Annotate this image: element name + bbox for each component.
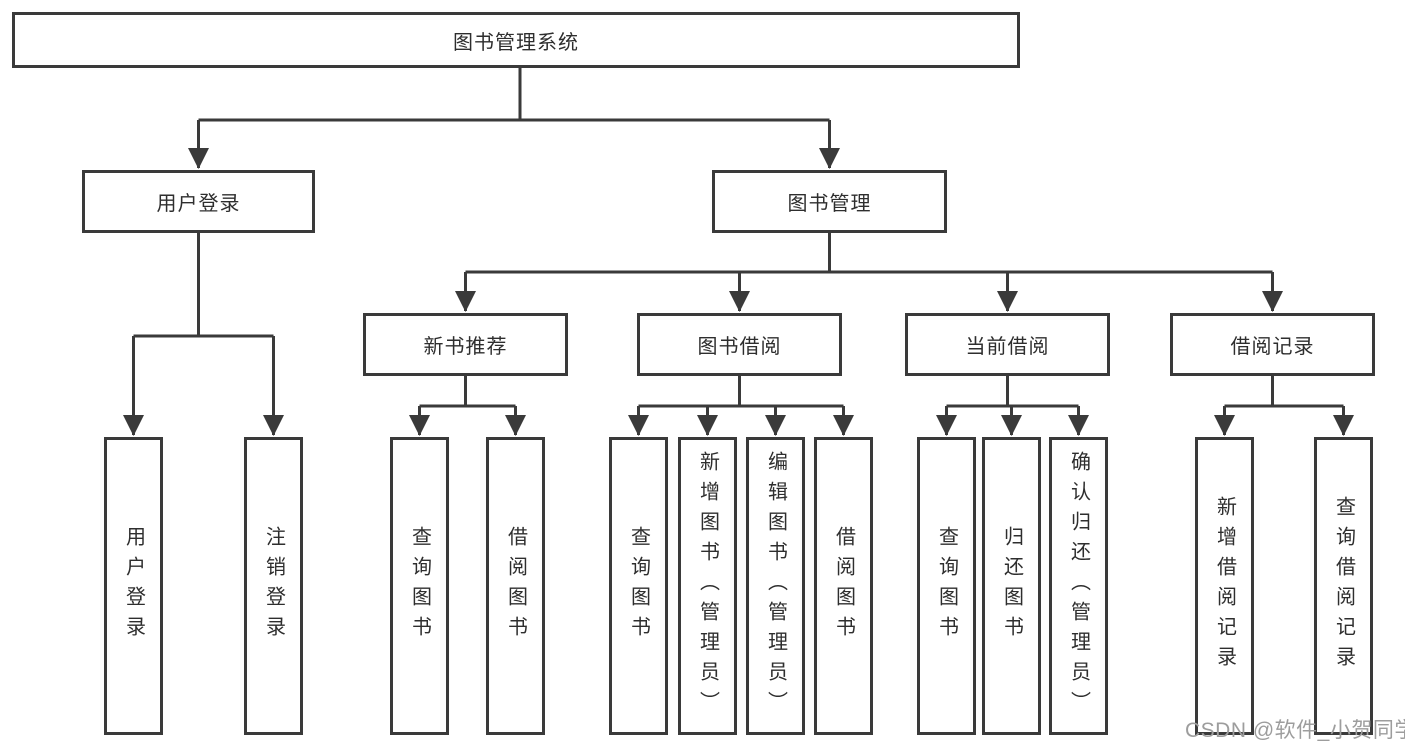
- leaf-user-login: 用户登录: [104, 437, 163, 735]
- leaf-current-confirm-admin: 确认归还（管理员）: [1049, 437, 1108, 735]
- leaf-borrow-query: 查询图书: [609, 437, 668, 735]
- leaf-current-query-label: 查询图书: [935, 526, 958, 646]
- leaf-borrow-add-admin: 新增图书（管理员）: [678, 437, 737, 735]
- leaf-borrow-borrow: 借阅图书: [814, 437, 873, 735]
- node-root-label: 图书管理系统: [453, 31, 579, 54]
- node-new-book-recommend: 新书推荐: [363, 313, 568, 376]
- leaf-borrow-edit-admin: 编辑图书（管理员）: [746, 437, 805, 735]
- node-book-borrowing: 图书借阅: [637, 313, 842, 376]
- leaf-borrow-add-admin-label: 新增图书（管理员）: [696, 451, 719, 721]
- leaf-current-return-label: 归还图书: [1000, 526, 1023, 646]
- node-borrowing-records: 借阅记录: [1170, 313, 1375, 376]
- csdn-watermark: CSDN @软件_小贺同学: [1185, 719, 1405, 742]
- leaf-current-confirm-admin-label: 确认归还（管理员）: [1067, 451, 1090, 721]
- leaf-logout-label: 注销登录: [262, 526, 285, 646]
- node-user-login-module: 用户登录: [82, 170, 315, 233]
- leaf-current-return: 归还图书: [982, 437, 1041, 735]
- node-current-borrowing-label: 当前借阅: [965, 336, 1050, 358]
- leaf-newbooks-query: 查询图书: [390, 437, 449, 735]
- node-book-management-module: 图书管理: [712, 170, 947, 233]
- leaf-records-query: 查询借阅记录: [1314, 437, 1373, 735]
- node-user-login-label: 用户登录: [156, 193, 241, 215]
- leaf-borrow-borrow-label: 借阅图书: [832, 526, 855, 646]
- node-current-borrowing: 当前借阅: [905, 313, 1110, 376]
- leaf-records-query-label: 查询借阅记录: [1332, 496, 1355, 676]
- node-new-book-recommend-label: 新书推荐: [423, 336, 508, 358]
- leaf-records-add: 新增借阅记录: [1195, 437, 1254, 735]
- leaf-newbooks-query-label: 查询图书: [408, 526, 431, 646]
- node-root-system: 图书管理系统: [12, 12, 1020, 68]
- leaf-newbooks-borrow: 借阅图书: [486, 437, 545, 735]
- leaf-records-add-label: 新增借阅记录: [1213, 496, 1236, 676]
- node-book-borrowing-label: 图书借阅: [697, 336, 782, 358]
- node-book-management-label: 图书管理: [787, 193, 872, 215]
- node-borrowing-records-label: 借阅记录: [1230, 336, 1315, 358]
- leaf-user-login-label: 用户登录: [122, 526, 145, 646]
- leaf-borrow-edit-admin-label: 编辑图书（管理员）: [764, 451, 787, 721]
- leaf-borrow-query-label: 查询图书: [627, 526, 650, 646]
- leaf-newbooks-borrow-label: 借阅图书: [504, 526, 527, 646]
- leaf-current-query: 查询图书: [917, 437, 976, 735]
- leaf-logout: 注销登录: [244, 437, 303, 735]
